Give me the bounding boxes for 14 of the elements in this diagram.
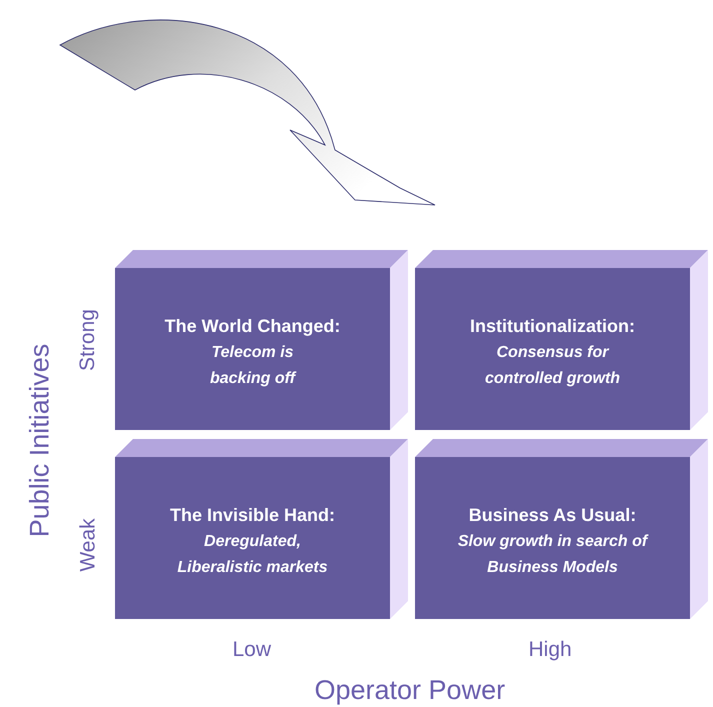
block-heading: Institutionalization: [469,316,636,337]
block-heading: The World Changed: [164,316,342,337]
axis-tick-label: Low [232,638,272,662]
axis-title: Public Initiatives [24,343,56,537]
block-description: Slow growth in search of Business Models [456,532,650,578]
block-heading: The Invisible Hand: [168,505,336,526]
axis-title: Operator Power [314,674,506,706]
axis-tick-label: Weak [76,518,100,572]
block-description: Consensus for controlled growth [484,343,622,389]
block-description: Deregulated, Liberalistic markets [176,532,329,578]
axis-tick-label: High [528,638,572,662]
axis-tick-label: Strong [76,309,100,371]
block-description: Telecom is backing off [208,343,298,389]
block-heading: Business As Usual: [468,505,638,526]
